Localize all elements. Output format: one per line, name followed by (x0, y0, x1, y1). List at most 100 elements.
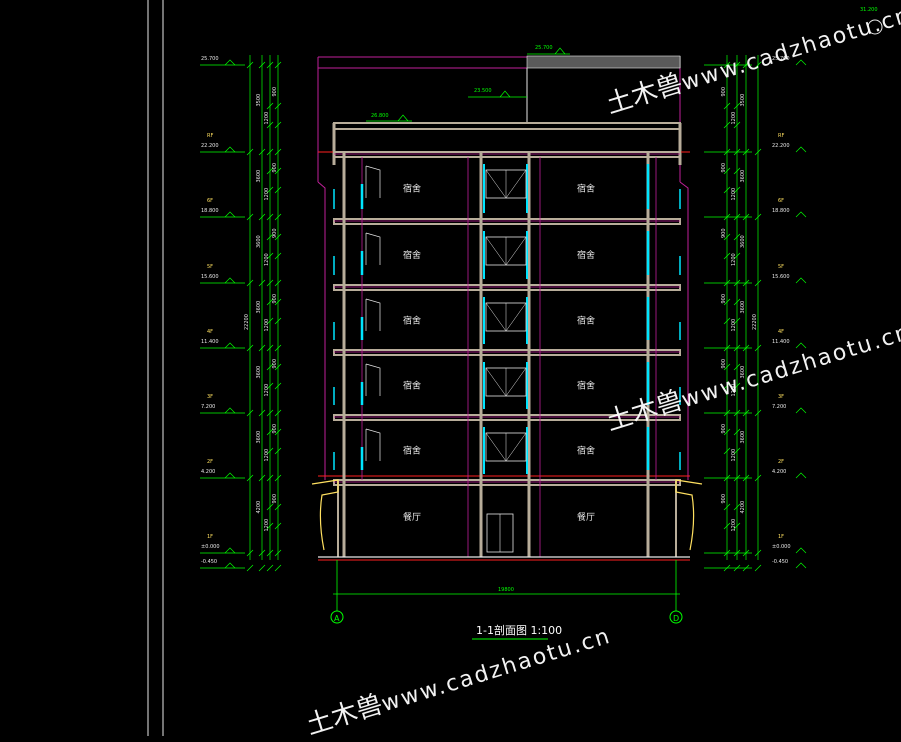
dim-tick (733, 522, 741, 530)
floor-label: 5F (778, 264, 784, 270)
dim-tick (733, 447, 741, 455)
dim-storey-text: 3600 (256, 170, 262, 183)
dim-tick (266, 167, 274, 175)
dim-sub-text: 1200 (264, 112, 270, 125)
elevation-text: 23.500 (474, 88, 492, 94)
dim-sub-text: 1200 (264, 449, 270, 462)
dim-sub-text: 1200 (731, 112, 737, 125)
dim-tick (258, 279, 266, 287)
room-label-dining: 餐厅 (403, 511, 421, 523)
elevation-text: 11.400 (201, 339, 219, 345)
dim-tick (274, 233, 282, 241)
dim-sub-text: 1200 (264, 384, 270, 397)
dim-tick (733, 564, 741, 572)
dim-storey-text: 3600 (740, 170, 746, 183)
dim-storey-text: 3600 (740, 301, 746, 314)
room-label-dorm: 宿舍 (577, 380, 595, 392)
dim-tick (733, 298, 741, 306)
elevation-text: 4.200 (772, 469, 786, 475)
dim-tick (266, 474, 274, 482)
elevation-text: 18.800 (772, 208, 790, 214)
stair-window-cross (485, 432, 527, 462)
dim-tick (258, 409, 266, 417)
floor-slab (333, 349, 681, 356)
elevation-text: 11.400 (772, 339, 790, 345)
elevation-marker (224, 146, 236, 153)
dim-tick (742, 279, 750, 287)
dim-tick (274, 317, 282, 325)
dim-tick (733, 409, 741, 417)
room-label-dorm: 宿舍 (577, 445, 595, 457)
elevation-text: -0.450 (201, 559, 217, 565)
dim-tick (266, 186, 274, 194)
dim-tick (258, 148, 266, 156)
canopy-left (311, 479, 339, 551)
dim-tick (274, 382, 282, 390)
floor-slab (333, 218, 681, 225)
dim-tick (266, 447, 274, 455)
dim-sub-text: 1200 (731, 188, 737, 201)
elevation-text: -0.450 (772, 559, 788, 565)
dim-tick (274, 252, 282, 260)
roof-slab (333, 122, 681, 130)
dim-tick (733, 428, 741, 436)
elevation-text: 15.600 (201, 274, 219, 280)
dim-tick (266, 503, 274, 511)
index-mark (867, 19, 883, 35)
elevation-marker (224, 59, 236, 66)
dim-sub-text: 900 (721, 424, 727, 434)
dim-tick (274, 121, 282, 129)
elevation-marker (527, 47, 570, 55)
dim-tick (258, 344, 266, 352)
annotation-texts: 宿舍宿舍宿舍宿舍宿舍宿舍宿舍宿舍宿舍宿舍餐厅餐厅25.70023.50026.8… (366, 45, 595, 523)
elevation-marker (795, 277, 807, 284)
room-label-dorm: 宿舍 (403, 380, 421, 392)
dim-tick (723, 317, 731, 325)
dim-tick (246, 213, 254, 221)
dim-tick (266, 522, 274, 530)
dim-tick (723, 428, 731, 436)
dim-tick (274, 186, 282, 194)
floor-slab (333, 284, 681, 291)
dim-tick (723, 148, 731, 156)
dim-tick (274, 61, 282, 69)
door-swing (365, 165, 381, 198)
stair-window-cross (485, 302, 527, 332)
dim-tick (733, 252, 741, 260)
stair-window-cross (485, 367, 527, 397)
floor-label: RF (207, 133, 213, 139)
dim-sub-text: 900 (272, 494, 278, 504)
dim-tick (258, 549, 266, 557)
dim-tick (754, 409, 762, 417)
dim-tick (742, 549, 750, 557)
dim-tick (754, 344, 762, 352)
floor-label: 2F (207, 459, 213, 465)
floor-label: 2F (778, 459, 784, 465)
dim-tick (733, 382, 741, 390)
dim-tick (754, 549, 762, 557)
elevation-text: ±0.000 (772, 544, 791, 550)
dim-tick (246, 279, 254, 287)
elevation-marker (224, 342, 236, 349)
drawing-title: 1-1剖面图 1:100 (476, 623, 562, 637)
dim-tick (266, 409, 274, 417)
elevation-marker (795, 342, 807, 349)
dim-tick (754, 474, 762, 482)
elevation-text: 25.700 (535, 45, 553, 51)
dim-tick (274, 279, 282, 287)
dim-storey-text: 3600 (256, 235, 262, 248)
dim-tick (246, 148, 254, 156)
dim-tick (266, 252, 274, 260)
floor-label: 3F (778, 394, 784, 400)
dim-tick (723, 102, 731, 110)
elevation-marker (224, 562, 236, 569)
dim-storey-text: 3600 (256, 431, 262, 444)
dim-tick (742, 213, 750, 221)
elevation-text: 22.200 (772, 143, 790, 149)
dim-sub-text: 900 (721, 359, 727, 369)
dim-sub-text: 900 (721, 228, 727, 238)
dim-tick (733, 102, 741, 110)
top-right-elevation: 31.200 (860, 7, 878, 13)
dim-tick (266, 382, 274, 390)
